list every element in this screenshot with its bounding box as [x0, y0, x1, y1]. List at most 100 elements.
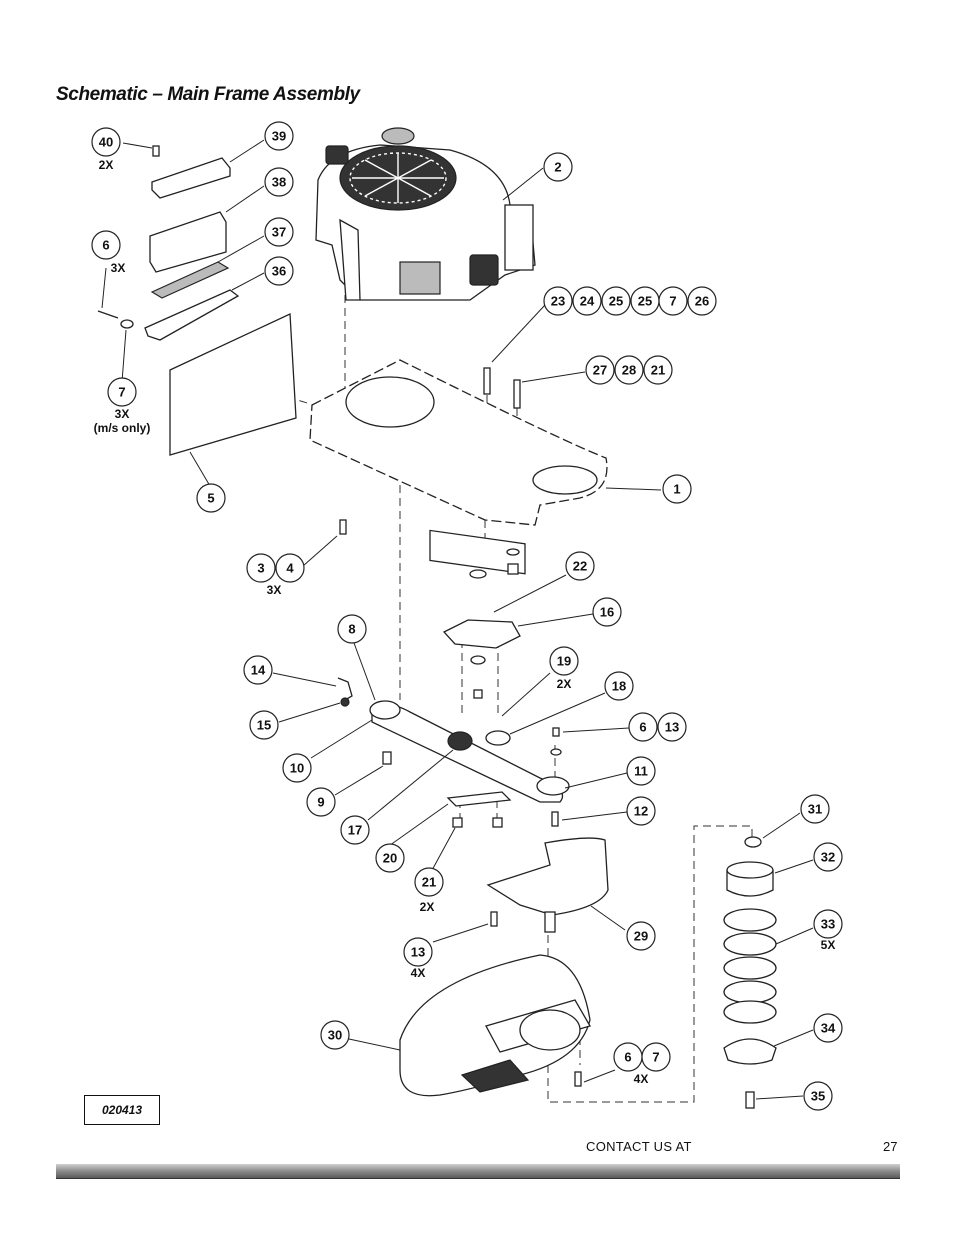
svg-text:37: 37	[272, 225, 286, 240]
callout-16: 16	[592, 597, 622, 627]
svg-text:1: 1	[673, 482, 680, 497]
bolt-part-3	[339, 519, 347, 535]
nut-part-31	[744, 836, 762, 848]
belt-part-17	[371, 704, 564, 803]
callout-21-a: 21	[643, 355, 673, 385]
pulley-part-17	[447, 731, 473, 751]
callout-31: 31	[800, 794, 830, 824]
svg-text:10: 10	[290, 761, 304, 776]
callout-7-3x: 73X(m/s only)	[94, 377, 150, 435]
svg-text:23: 23	[551, 294, 565, 309]
callout-6-3x: 63X	[91, 230, 126, 275]
callout-24: 24	[572, 286, 602, 316]
svg-text:5X: 5X	[821, 938, 836, 952]
callout-39: 39	[264, 121, 294, 151]
callout-28: 28	[614, 355, 644, 385]
svg-text:33: 33	[821, 917, 835, 932]
pad-part-37	[150, 261, 230, 299]
svg-text:3X: 3X	[267, 583, 282, 597]
callout-8: 8	[337, 614, 367, 644]
svg-text:30: 30	[328, 1028, 342, 1043]
housing-part-29	[486, 837, 609, 933]
callout-5: 5	[196, 483, 226, 513]
svg-text:26: 26	[695, 294, 709, 309]
footer-divider	[56, 1164, 900, 1179]
callout-20: 20	[375, 843, 405, 873]
svg-text:19: 19	[557, 654, 571, 669]
svg-text:2: 2	[554, 160, 561, 175]
svg-text:35: 35	[811, 1089, 825, 1104]
bolt-part-9	[382, 751, 392, 765]
svg-text:11: 11	[634, 764, 648, 779]
clip-part-14	[337, 677, 353, 701]
callout-1: 1	[662, 474, 692, 504]
callout-3: 3	[246, 553, 276, 583]
svg-text:3X: 3X	[115, 407, 130, 421]
svg-text:29: 29	[634, 929, 648, 944]
svg-text:17: 17	[348, 823, 362, 838]
svg-text:2X: 2X	[99, 158, 114, 172]
svg-text:21: 21	[651, 363, 665, 378]
impeller-stack	[723, 836, 777, 1109]
svg-text:27: 27	[593, 363, 607, 378]
svg-text:2X: 2X	[557, 677, 572, 691]
svg-text:6: 6	[102, 238, 109, 253]
svg-text:6: 6	[639, 720, 646, 735]
svg-text:7: 7	[118, 385, 125, 400]
svg-text:24: 24	[580, 294, 595, 309]
callout-2: 2	[543, 152, 573, 182]
svg-text:13: 13	[665, 720, 679, 735]
svg-text:13: 13	[411, 945, 425, 960]
callout-15: 15	[249, 710, 279, 740]
callout-25-b: 25	[630, 286, 660, 316]
svg-text:4X: 4X	[411, 966, 426, 980]
svg-text:14: 14	[251, 663, 266, 678]
upper-left-parts	[97, 145, 297, 456]
plate-part-36	[144, 289, 240, 341]
svg-text:6: 6	[624, 1050, 631, 1065]
main-frame-part-1	[309, 359, 608, 575]
belt-assembly	[337, 548, 570, 828]
callout-27: 27	[585, 355, 615, 385]
deck-part-30	[399, 954, 591, 1097]
bolt-part-35	[745, 1091, 755, 1109]
svg-text:3: 3	[257, 561, 264, 576]
svg-text:4: 4	[286, 561, 294, 576]
svg-text:38: 38	[272, 175, 286, 190]
svg-text:7: 7	[652, 1050, 659, 1065]
callout-13-a: 13	[657, 712, 687, 742]
svg-text:25: 25	[638, 294, 652, 309]
callout-22: 22	[565, 551, 595, 581]
callout-17: 17	[340, 815, 370, 845]
document-number: 020413	[84, 1095, 160, 1125]
callout-12: 12	[626, 796, 656, 826]
callout-6-c: 6	[613, 1042, 643, 1072]
pulley-part-11	[536, 776, 570, 796]
svg-text:21: 21	[422, 875, 436, 890]
plate-part-20	[446, 791, 512, 807]
pulley-part-8	[369, 700, 401, 720]
battery-part-38	[149, 211, 227, 273]
callout-37: 37	[264, 217, 294, 247]
callout-11: 11	[626, 756, 656, 786]
callout-32: 32	[813, 842, 843, 872]
svg-text:25: 25	[609, 294, 623, 309]
callout-26: 26	[687, 286, 717, 316]
svg-text:5: 5	[207, 491, 214, 506]
disc-part-33	[723, 908, 777, 1024]
callout-40: 40 2X	[91, 127, 121, 172]
svg-text:15: 15	[257, 718, 271, 733]
callout-30: 30	[320, 1020, 350, 1050]
bracket-part-16	[442, 619, 521, 649]
bracket-part-39	[151, 157, 231, 199]
engine-part-2	[315, 127, 536, 301]
svg-text:40: 40	[99, 135, 113, 150]
page-number: 27	[883, 1139, 898, 1154]
svg-text:36: 36	[272, 264, 286, 279]
callout-23: 23	[543, 286, 573, 316]
callout-36: 36	[264, 256, 294, 286]
svg-text:3X: 3X	[111, 261, 126, 275]
svg-text:18: 18	[612, 679, 626, 694]
